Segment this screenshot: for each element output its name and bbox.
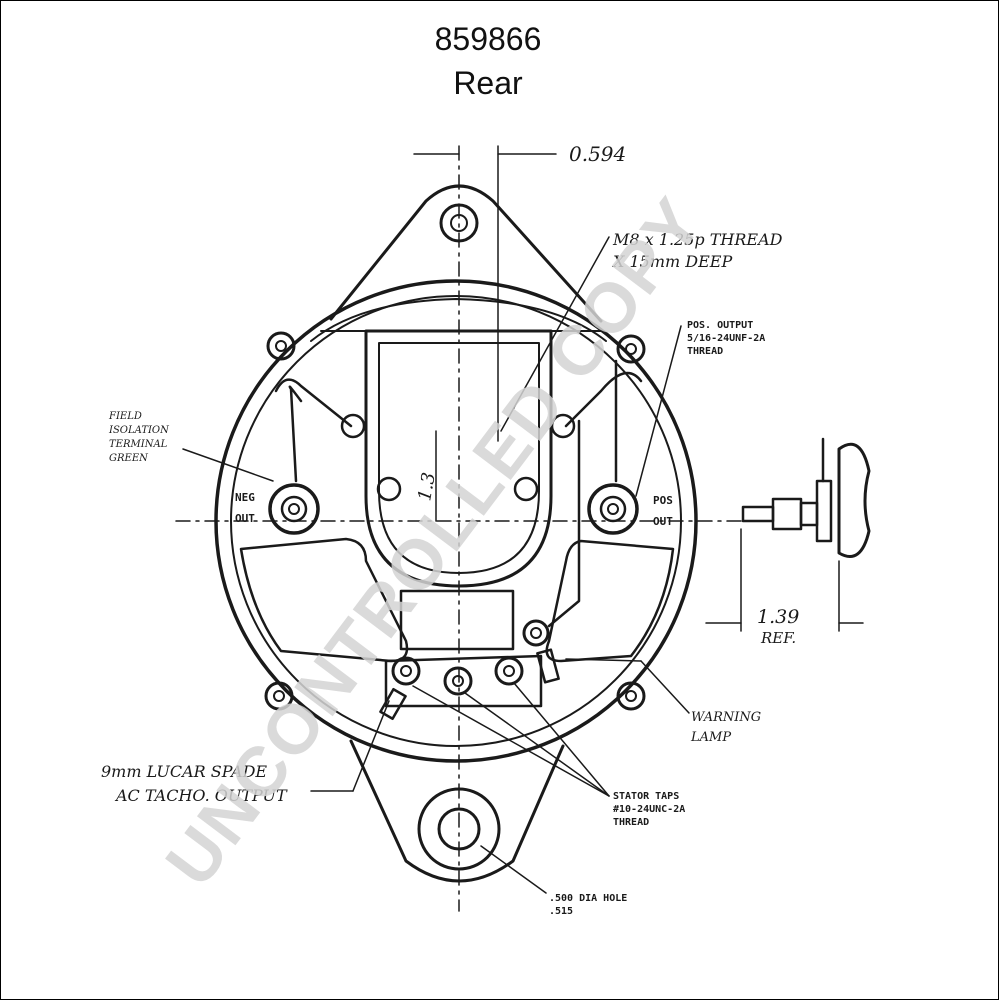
stator-tap-1: [391, 656, 421, 686]
stator-leader-2: [464, 692, 610, 797]
thread-leader: [500, 236, 610, 432]
warning-callout-line1: WARNING: [691, 710, 761, 725]
field-lead-wire: [288, 385, 303, 483]
lamp-lead-wire: [547, 419, 581, 628]
field-callout-line3: TERMINAL: [109, 439, 168, 450]
warning-callout-line2: LAMP: [690, 730, 731, 745]
pos-label: POS: [653, 494, 673, 507]
bolt-top-left: [266, 331, 296, 361]
bolt-bottom-left: [264, 681, 294, 711]
dim-139-label: 1.39: [757, 606, 799, 628]
stator-callout-line2: #10-24UNC-2A: [613, 804, 685, 815]
pos-output-terminal: [587, 483, 639, 535]
stator-callout-line1: STATOR TAPS: [613, 791, 679, 802]
pos-output-callout-line2: 5/16-24UNF-2A: [687, 333, 765, 344]
hole-callout-line1: .500 DIA HOLE: [549, 893, 627, 904]
neg-output-terminal: [268, 483, 320, 535]
neg-label: NEG: [235, 491, 255, 504]
warning-leader-a: [565, 658, 642, 662]
view-title: Rear: [453, 65, 523, 101]
pos-stud-side-view: [741, 437, 871, 558]
stator-tap-2: [443, 666, 473, 696]
field-callout-line1: FIELD: [108, 411, 142, 422]
dim-13-label: 1.3: [414, 471, 440, 503]
dim-139-ref: REF.: [760, 629, 796, 647]
warning-lamp-terminal: [522, 619, 550, 647]
bottom-boss: [417, 787, 501, 871]
rectifier-block: [399, 589, 515, 651]
terminal-strip: [384, 654, 543, 708]
tacho-callout-line1: 9mm LUCAR SPADE: [101, 762, 267, 781]
thread-callout-line1: M8 x 1.25p THREAD: [612, 230, 783, 249]
tacho-leader-b: [352, 700, 390, 792]
pos-lead-loop: [564, 371, 643, 428]
part-number-title: 859866: [434, 21, 542, 57]
stator-tap-3: [494, 656, 524, 686]
neg-out-label: OUT: [235, 512, 255, 525]
warning-leader-b: [640, 660, 690, 714]
stator-callout-line3: THREAD: [613, 817, 649, 828]
pos-output-leader: [635, 325, 682, 497]
hole-leader: [480, 845, 547, 894]
pos-output-callout-line3: THREAD: [687, 346, 723, 357]
stator-leader-1: [412, 685, 610, 797]
dim-0594-label: 0.594: [569, 142, 626, 166]
tacho-callout-line2: AC TACHO. OUTPUT: [114, 786, 288, 805]
pos-output-callout-line1: POS. OUTPUT: [687, 320, 753, 331]
reg-screw-right: [550, 413, 576, 439]
lamp-spade: [536, 648, 560, 684]
field-callout-line4: GREEN: [109, 453, 149, 464]
stator-leader-3: [513, 682, 610, 797]
field-leader: [182, 448, 274, 482]
hole-callout-line2: .515: [549, 906, 573, 917]
field-lead-loop: [274, 378, 353, 428]
tacho-spade: [379, 687, 407, 721]
pos-out-label: OUT: [653, 515, 673, 528]
vent-right: [545, 539, 675, 663]
bolt-bottom-right: [616, 681, 646, 711]
field-callout-line2: ISOLATION: [108, 425, 170, 436]
regulator-bracket: [310, 298, 607, 342]
bolt-top-right: [616, 334, 646, 364]
thread-callout-line2: X 15mm DEEP: [611, 252, 732, 271]
reg-screw-lower-left: [376, 476, 402, 502]
reg-screw-lower-right: [513, 476, 539, 502]
reg-screw-left: [340, 413, 366, 439]
